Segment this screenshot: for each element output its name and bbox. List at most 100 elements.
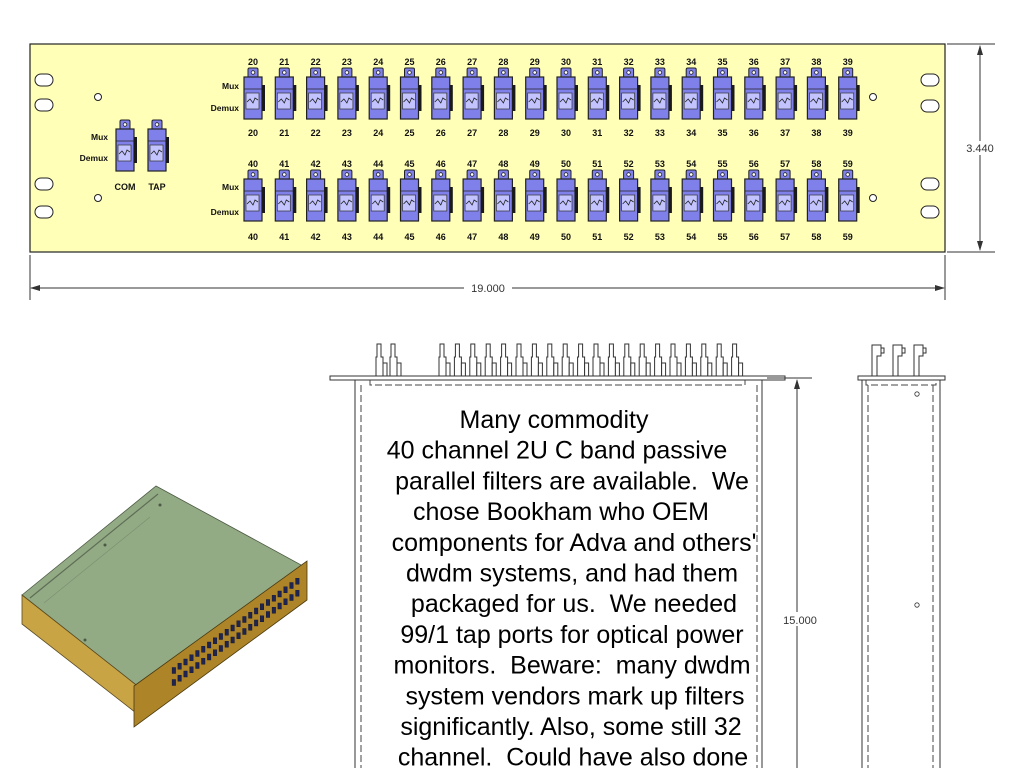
com-tap-ports: Mux Demux COM TAP [80,119,169,192]
port-row-upper: 2020212122222323242425252626272728282929… [243,57,860,138]
iso-port [277,602,282,610]
fiber-window [840,194,855,212]
port-number-top: 48 [498,159,508,169]
port-number-bottom: 59 [843,232,853,242]
fiber-trace [778,97,791,104]
port-number-bottom: 54 [686,232,696,242]
iso-port [289,582,294,589]
adapter-flange [418,85,422,111]
connector-boot [599,362,605,376]
fiber-window [149,144,164,162]
port-number-bottom: 49 [530,232,540,242]
adapter-flange [324,85,328,111]
adapter-flange [856,85,860,111]
fiber-trace [653,199,666,206]
rack-slot-left-2 [34,98,54,112]
fiber-adapter [587,67,610,120]
connector-profile [669,343,682,376]
fiber-window [339,194,354,212]
port-number-top: 57 [780,159,790,169]
fiber-window [402,194,416,212]
width-dimension: 19.000 [29,255,946,300]
port-number-bottom: 22 [311,128,321,138]
connector-housing [638,343,647,376]
adapter-flange [606,85,610,111]
port-number-top: 34 [686,57,696,67]
port-number-bottom: 47 [467,232,477,242]
fiber-adapter [399,169,422,222]
fiber-adapter [838,169,860,222]
port-number-bottom: 32 [624,128,634,138]
fiber-window [276,92,291,110]
fiber-window [589,194,604,212]
latch-hole [282,172,287,177]
latch-hole [532,70,537,75]
description-line: monitors. Beware: many dwdm [393,652,750,680]
latch-hole [814,70,819,75]
iso-port [283,598,288,605]
fiber-window [777,194,792,212]
arrowhead-up [977,45,983,55]
com-adapter [115,119,137,172]
fiber-window [308,92,322,110]
fiber-window [308,194,322,212]
port-number-top: 25 [404,57,414,67]
port-number-top: 55 [717,159,727,169]
front-panel-view: Mux Demux COM TAP Mux Demux Mux Demux 20… [29,43,946,253]
connector-profile [638,343,651,376]
connector-housing [577,343,586,376]
connector-boot [707,362,713,376]
adapter-flange [606,187,610,213]
adapter-flange [856,187,860,213]
connector-latch [902,347,906,354]
connector-boot [476,362,482,376]
fiber-window [715,92,729,110]
fiber-adapter [399,67,422,120]
connector-profile [469,343,482,376]
port-number-bottom: 38 [811,128,821,138]
iso-port [177,663,182,670]
description-line: 99/1 tap ports for optical power [400,621,743,649]
iso-port [177,675,182,682]
connector-housing [700,343,709,376]
adapter-flange [543,187,547,213]
screw-hole-left-upper [94,93,102,101]
latch-hole [438,172,443,177]
fiber-adapter [306,169,328,222]
fiber-trace [716,97,728,104]
mounting-hole [914,602,920,608]
fiber-trace [465,199,478,206]
port-number-bottom: 58 [811,232,821,242]
latch-hole [250,172,256,177]
fiber-window [683,194,698,212]
latch-hole [595,172,600,177]
port-number-top: 23 [342,57,352,67]
connector-profile [577,343,590,376]
port-number-top: 52 [624,159,634,169]
fiber-window [652,92,667,110]
connector-boot [396,362,402,376]
connector-housing [592,343,601,376]
latch-hole [313,172,318,177]
port-number-bottom: 39 [843,128,853,138]
adapter-flange [668,187,672,213]
fiber-adapter [618,67,641,120]
fiber-trace [497,199,509,206]
port-number-bottom: 43 [342,232,352,242]
port-number-bottom: 34 [686,128,696,138]
adapter-flange [324,187,328,213]
fiber-adapter [243,67,265,120]
adapter-flange [418,187,422,213]
fiber-window [433,194,448,212]
port-number-bottom: 56 [749,232,759,242]
fiber-trace [747,97,760,104]
adapter-flange [262,187,265,213]
port-number-top: 43 [342,159,352,169]
connector-profile [389,343,402,376]
adapter-flange [387,85,391,111]
iso-port [248,624,253,631]
fiber-adapter [243,169,265,222]
fiber-adapter [493,67,516,120]
port-number-top: 20 [248,57,258,67]
